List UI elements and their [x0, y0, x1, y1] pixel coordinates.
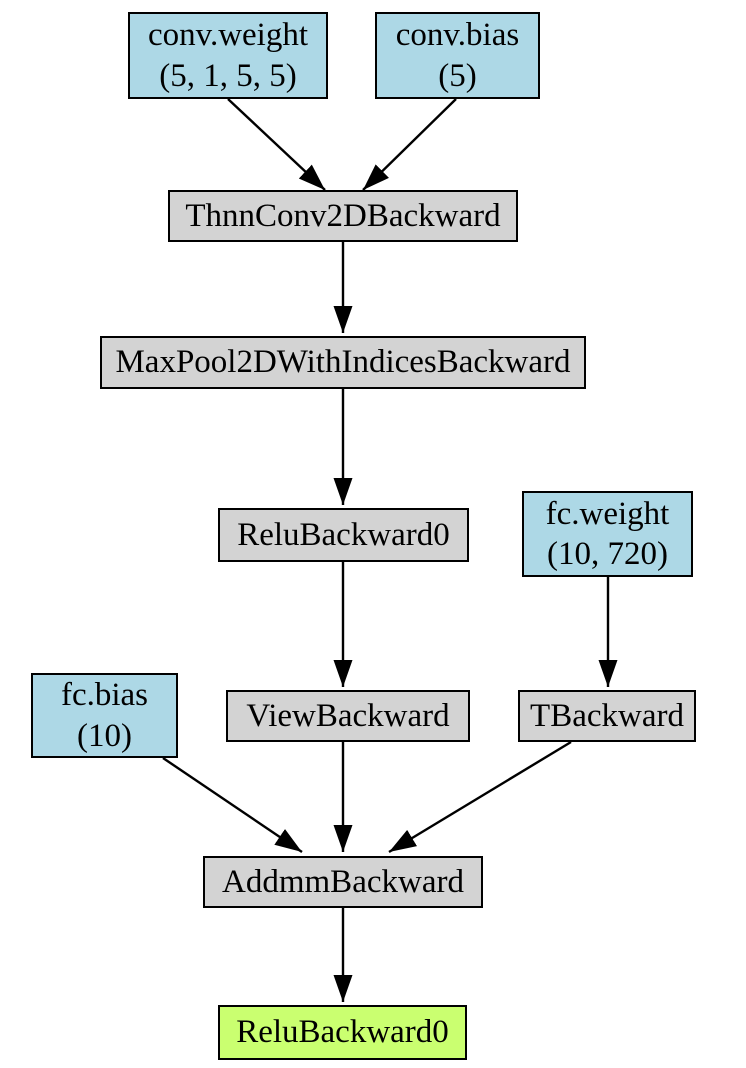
node-label: TBackward — [530, 697, 684, 734]
node-conv-bias: conv.bias (5) — [375, 12, 540, 99]
node-shape: (5) — [438, 57, 477, 94]
node-fc-weight: fc.weight (10, 720) — [522, 491, 693, 577]
node-addmm-backward: AddmmBackward — [203, 856, 483, 908]
node-fc-bias: fc.bias (10) — [31, 673, 178, 758]
edge-conv-weight-to-thnn — [227, 98, 326, 191]
node-relu-backward0-output: ReluBackward0 — [218, 1005, 467, 1060]
node-thnn-conv2d-backward: ThnnConv2DBackward — [168, 190, 518, 242]
node-maxpool2d-with-indices-backward: MaxPool2DWithIndicesBackward — [100, 336, 586, 389]
node-label: AddmmBackward — [222, 863, 464, 900]
node-shape: (5, 1, 5, 5) — [159, 57, 297, 94]
node-shape: (10, 720) — [547, 536, 668, 572]
edge-tback-to-addmm — [388, 740, 572, 854]
edge-conv-bias-to-thnn — [362, 98, 457, 191]
node-relu-backward0: ReluBackward0 — [218, 508, 469, 562]
node-label: conv.weight — [147, 17, 309, 54]
node-conv-weight: conv.weight (5, 1, 5, 5) — [128, 12, 328, 99]
node-label: fc.weight — [545, 495, 670, 532]
node-label: fc.bias — [60, 677, 149, 714]
node-shape: (10) — [77, 717, 132, 754]
node-view-backward: ViewBackward — [226, 690, 470, 742]
node-t-backward: TBackward — [518, 690, 696, 742]
edge-fcbias-to-addmm — [162, 757, 303, 853]
node-label: ReluBackward0 — [236, 1014, 449, 1051]
node-label: ThnnConv2DBackward — [185, 197, 501, 234]
node-label: ViewBackward — [246, 697, 450, 734]
node-label: MaxPool2DWithIndicesBackward — [115, 344, 571, 381]
node-label: conv.bias — [395, 17, 520, 54]
node-label: ReluBackward0 — [237, 516, 450, 553]
